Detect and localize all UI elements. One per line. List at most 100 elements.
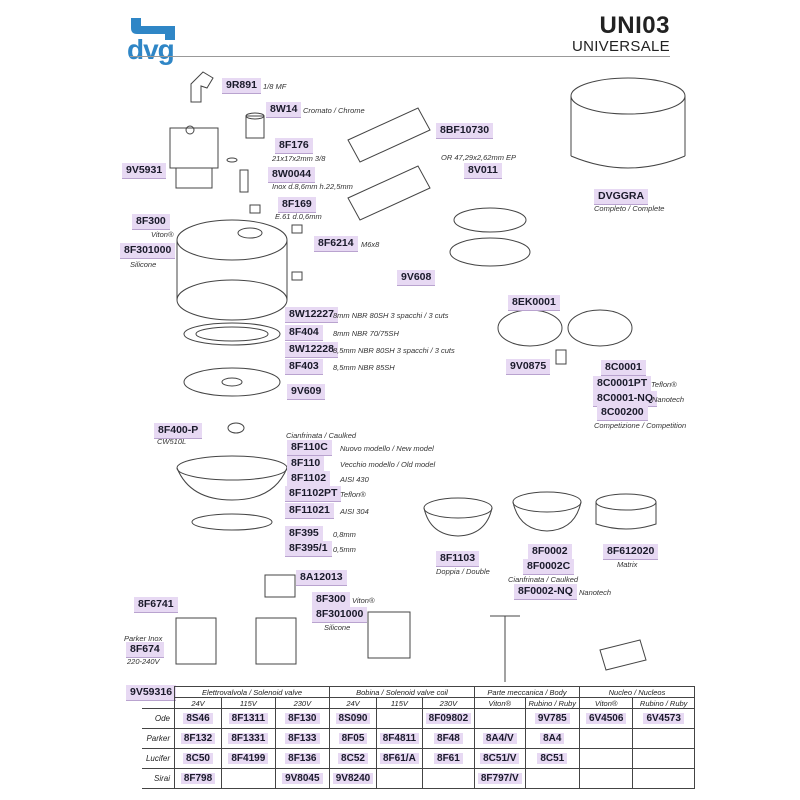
row-label: Ode bbox=[142, 708, 175, 729]
table-subhead: Viton® bbox=[474, 697, 526, 709]
brand-name: dvg bbox=[127, 34, 175, 65]
part-code: 9V609 bbox=[287, 384, 326, 400]
part-desc: 220-240V bbox=[127, 657, 160, 666]
table-cell: 8F09802 bbox=[425, 713, 472, 724]
part-code: 8F300 bbox=[132, 214, 170, 230]
table-cell: 8F61 bbox=[434, 753, 463, 764]
brand-logo: dvg bbox=[125, 14, 195, 65]
table-cell: 8C51 bbox=[537, 753, 568, 764]
valve-table: Elettrovalvola / Solenoid valve Bobina /… bbox=[142, 686, 695, 789]
table-cell: 8F48 bbox=[434, 733, 463, 744]
part-desc: CW510L bbox=[157, 437, 187, 446]
part-code: 9V0875 bbox=[506, 359, 551, 375]
row-label: Parker bbox=[142, 728, 175, 749]
part-code: 8F6214 bbox=[314, 236, 358, 252]
part-code: 8V011 bbox=[464, 163, 502, 179]
precision-screen bbox=[497, 309, 563, 347]
part-desc: Nuovo modello / New model bbox=[340, 444, 434, 453]
table-group-header: Elettrovalvola / Solenoid valve Bobina /… bbox=[142, 686, 695, 698]
part-code: 8F1102 bbox=[287, 471, 331, 487]
table-cell: 8S090 bbox=[335, 713, 371, 724]
part-desc: Doppia / Double bbox=[436, 567, 490, 576]
table-row: Sirai 8F798 9V8045 9V8240 8F797/V bbox=[142, 768, 695, 789]
part-code: 8F301000 bbox=[120, 243, 176, 259]
part-code: 8F403 bbox=[285, 359, 323, 375]
table-group: Elettrovalvola / Solenoid valve bbox=[174, 686, 330, 698]
part-desc: 8,5mm NBR 85SH bbox=[333, 363, 395, 372]
part-desc: 8mm NBR 80SH 3 spacchi / 3 cuts bbox=[333, 311, 449, 320]
part-desc: Vecchio modello / Old model bbox=[340, 460, 436, 469]
parker-inox-note: Parker Inox bbox=[124, 634, 163, 643]
page-title: UNI03 bbox=[599, 12, 670, 39]
table-cell: 8C51/V bbox=[480, 753, 520, 764]
part-desc: M6x8 bbox=[361, 240, 380, 249]
part-desc: 21x17x2mm 3/8 bbox=[272, 154, 326, 163]
solenoid-valve bbox=[169, 127, 219, 169]
part-code: 9V5931 bbox=[122, 163, 167, 179]
table-cell: 6V4573 bbox=[643, 713, 684, 724]
part-desc: Completo / Complete bbox=[594, 204, 665, 213]
table-row: Ode 8S46 8F1311 8F130 8S090 8F09802 9V78… bbox=[142, 708, 695, 729]
filter-basket bbox=[423, 497, 493, 519]
part-desc: Silicone bbox=[130, 260, 157, 269]
part-desc: Cromato / Chrome bbox=[303, 106, 365, 115]
part-desc: Matrix bbox=[617, 560, 638, 569]
table-group: Nucleo / Nucleos bbox=[579, 686, 695, 698]
part-desc: Competizione / Competition bbox=[594, 421, 687, 430]
part-code: 8C00200 bbox=[597, 405, 648, 421]
table-cell: 8S46 bbox=[183, 713, 213, 724]
table-cell: 8F136 bbox=[285, 753, 320, 764]
part-code: 9V608 bbox=[397, 270, 436, 286]
part-code: 8F1102PT bbox=[285, 486, 342, 502]
part-code: 8F0002 bbox=[528, 544, 572, 560]
thermo-bar bbox=[347, 107, 431, 163]
part-desc: 8,5mm NBR 80SH 3 spacchi / 3 cuts bbox=[333, 346, 455, 355]
part-code: 8C0001 bbox=[601, 360, 646, 376]
part-code: 8A12013 bbox=[296, 570, 347, 586]
table-row: Parker 8F132 8F1331 8F133 8F05 8F4811 8F… bbox=[142, 728, 695, 749]
part-desc: AISI 304 bbox=[340, 507, 369, 516]
part-code: 8F612020 bbox=[603, 544, 659, 560]
part-desc: Inox d.8,6mm h.22,5mm bbox=[272, 182, 353, 191]
table-subhead: Rubino / Ruby bbox=[524, 697, 581, 709]
part-code: 8F301000 bbox=[312, 607, 368, 623]
table-cell: 8F1331 bbox=[228, 733, 269, 744]
table-cell: 8C50 bbox=[183, 753, 213, 764]
part-code: 9R891 bbox=[222, 78, 261, 94]
cap-nut bbox=[245, 115, 265, 139]
part-code: 8F400-P bbox=[154, 423, 203, 439]
part-code: 8F1103 bbox=[436, 551, 480, 567]
part-code: 8F395 bbox=[285, 526, 323, 542]
row-label: Sirai bbox=[142, 768, 175, 789]
table-cell: 8A4 bbox=[540, 733, 565, 744]
part-code: 8C0001PT bbox=[593, 376, 652, 392]
part-desc: Viton® bbox=[352, 596, 375, 605]
table-cell: 8F132 bbox=[180, 733, 216, 744]
part-desc: 0,5mm bbox=[333, 545, 356, 554]
part-desc: Teflon® bbox=[340, 490, 366, 499]
table-cell: 8F130 bbox=[285, 713, 320, 724]
part-code: 8F6741 bbox=[134, 597, 178, 613]
part-code: 8W14 bbox=[266, 102, 302, 118]
group-top bbox=[176, 219, 288, 261]
valve-body bbox=[490, 615, 520, 682]
part-desc: Nanotech bbox=[652, 395, 685, 404]
caulked-note: Cianfrinata / Caulked bbox=[286, 431, 357, 440]
table-subhead: 230V bbox=[421, 697, 476, 709]
shower-holder bbox=[183, 367, 281, 397]
part-desc: Cianfrinata / Caulked bbox=[508, 575, 579, 584]
table-cell: 8F133 bbox=[285, 733, 320, 744]
part-desc: Silicone bbox=[324, 623, 351, 632]
table-cell: 8F05 bbox=[338, 733, 368, 744]
part-desc: Nanotech bbox=[579, 588, 612, 597]
page-subtitle: UNIVERSALE bbox=[571, 38, 670, 55]
part-code: 8F0002C bbox=[523, 559, 575, 575]
table-row: Lucifer 8C50 8F4199 8F136 8C52 8F61/A 8F… bbox=[142, 748, 695, 769]
elbow-fitting bbox=[190, 71, 214, 103]
table-cell: 8F798 bbox=[180, 773, 216, 784]
part-code: 8F11021 bbox=[285, 503, 334, 519]
table-cell: 8F4199 bbox=[228, 753, 269, 764]
part-code: DVGGRA bbox=[594, 189, 649, 205]
part-code: 8W12227 bbox=[285, 307, 338, 323]
